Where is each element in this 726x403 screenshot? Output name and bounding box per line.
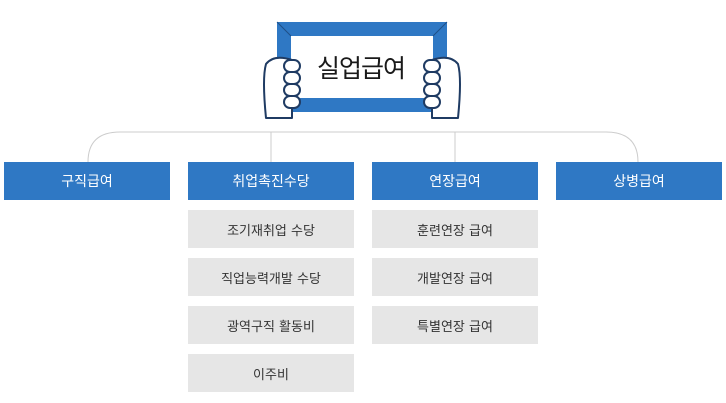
diagram-title: 실업급여: [316, 54, 406, 83]
category-header: 구직급여: [4, 162, 170, 200]
sub-item: 광역구직 활동비: [188, 306, 354, 344]
sub-item: 개발연장 급여: [372, 258, 538, 296]
category-header: 상병급여: [556, 162, 722, 200]
category-header: 취업촉진수당: [188, 162, 354, 200]
left-hand-icon: [263, 56, 301, 119]
category-header: 연장급여: [372, 162, 538, 200]
category-column: 취업촉진수당 조기재취업 수당 직업능력개발 수당 광역구직 활동비 이주비: [188, 162, 354, 402]
sub-item: 훈련연장 급여: [372, 210, 538, 248]
sign-paper: [291, 36, 433, 98]
sub-item: 특별연장 급여: [372, 306, 538, 344]
sub-item: 조기재취업 수당: [188, 210, 354, 248]
sub-item: 직업능력개발 수당: [188, 258, 354, 296]
category-column: 상병급여: [556, 162, 722, 402]
category-column: 연장급여 훈련연장 급여 개발연장 급여 특별연장 급여: [372, 162, 538, 402]
connector-arc: [87, 131, 639, 163]
category-column: 구직급여: [4, 162, 170, 402]
sub-item: 이주비: [188, 354, 354, 392]
right-hand-icon: [423, 56, 461, 119]
